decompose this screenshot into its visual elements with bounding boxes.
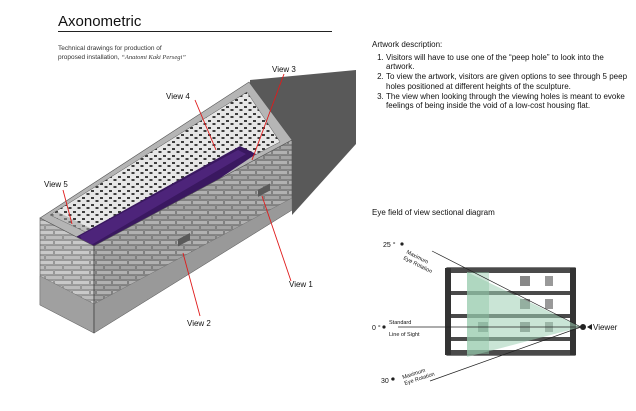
artwork-item-3: The view when looking through the viewin… — [386, 92, 630, 110]
view-3-label: View 3 — [272, 65, 296, 74]
inner-opening — [49, 91, 281, 238]
left-wall — [445, 268, 451, 355]
artwork-description-heading: Artwork description: — [372, 40, 443, 49]
viewer-arrow-icon — [587, 324, 592, 330]
mid-angle-label: 0 ° — [372, 324, 381, 332]
view-4-leader — [194, 99, 217, 151]
view-4-label: View 4 — [166, 92, 190, 101]
artwork-item-2: To view the artwork, visitors are given … — [386, 72, 630, 90]
view-5-label: View 5 — [44, 180, 68, 189]
lower-angle-dot — [391, 377, 395, 381]
unit-detail-4 — [545, 299, 553, 309]
floor-slab-1 — [447, 268, 575, 273]
artwork-description-list: Visitors will have to use one of the “pe… — [376, 53, 630, 111]
title-divider — [58, 31, 332, 32]
subtitle-line-1: Technical drawings for production of — [58, 45, 162, 52]
artwork-item-1: Visitors will have to use one of the “pe… — [386, 53, 630, 71]
mid-angle-dot — [382, 325, 386, 329]
standard-line-1: Standard — [389, 320, 411, 326]
lower-sight-line — [429, 326, 582, 382]
view-5-leader — [62, 189, 73, 225]
upper-angle-dot — [400, 242, 404, 246]
void-shaft — [467, 272, 489, 354]
peep-hole-2 — [178, 232, 190, 247]
standard-line-2: Line of Sight — [389, 332, 420, 338]
upper-angle-label: 25 ° — [383, 241, 396, 249]
view-1-label: View 1 — [289, 280, 313, 289]
eye-diagram-heading: Eye field of view sectional diagram — [372, 208, 495, 217]
field-of-view-cone — [467, 272, 581, 357]
upper-sight-line — [431, 250, 582, 328]
page-subtitle: Technical drawings for production of pro… — [58, 44, 258, 62]
viewer-eye-icon — [580, 324, 586, 330]
unit-detail-1 — [520, 276, 530, 286]
floor-slab-2 — [447, 291, 575, 295]
viewer-label: Viewer — [593, 323, 618, 332]
void-highlight — [80, 150, 246, 248]
unit-detail-2 — [545, 276, 553, 286]
inner-wall-shade — [50, 212, 96, 237]
eye-field-diagram — [382, 242, 592, 382]
view-1-leader — [261, 195, 292, 282]
view-2-label: View 2 — [187, 319, 211, 328]
view-3-leader — [251, 73, 285, 161]
cast-shadow — [250, 70, 356, 215]
right-wall — [570, 268, 576, 355]
lower-angle-label: 30 ° — [381, 377, 394, 385]
peep-hole-1 — [258, 183, 270, 197]
view-2-leader — [182, 252, 201, 317]
page-title: Axonometric — [58, 13, 142, 30]
subtitle-line-2-prefix: proposed installation, — [58, 54, 122, 61]
installation-name: “Anatomi Kaki Persegi” — [121, 54, 186, 61]
floor-slab-5 — [447, 350, 575, 355]
